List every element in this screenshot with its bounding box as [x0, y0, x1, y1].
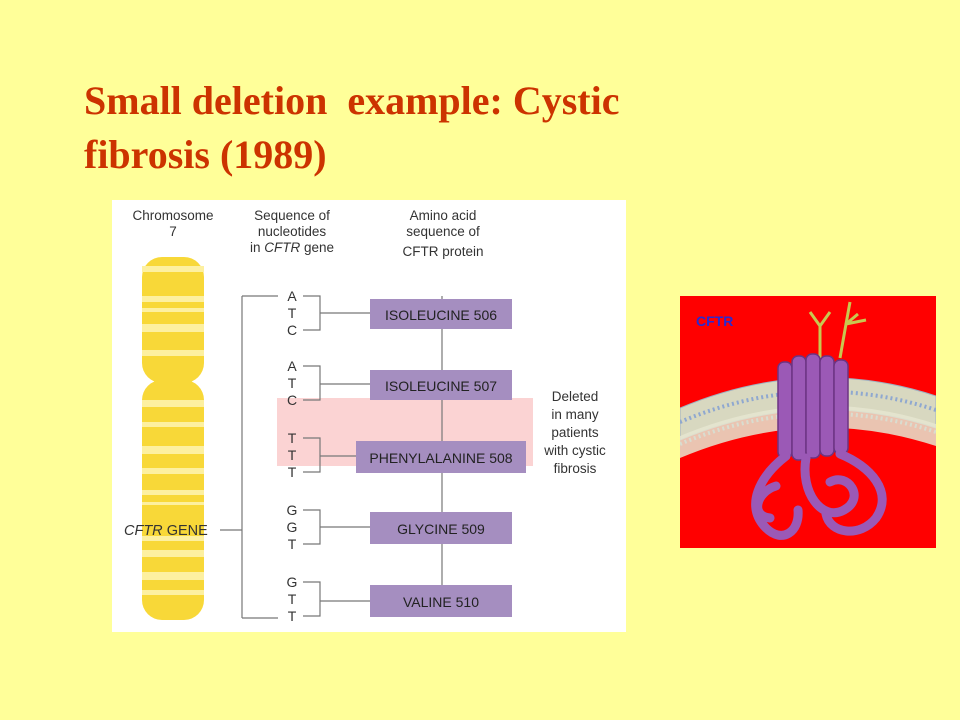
protein-box	[370, 585, 512, 617]
codon-506: A T C ISOLEUCINE 506	[287, 288, 512, 338]
nucleotide: T	[288, 608, 297, 624]
cftr-protein-illustration: CFTR	[680, 296, 936, 548]
nucleotide: A	[287, 358, 297, 374]
deleted-note-line: with cystic	[543, 443, 606, 458]
nucleotide: G	[287, 519, 298, 535]
nucleotide: C	[287, 392, 297, 408]
codon-508: T T T PHENYLALANINE 508	[288, 430, 526, 480]
header-nucleotides-2: nucleotides	[258, 224, 327, 239]
nucleotide: T	[288, 375, 297, 391]
nucleotide: T	[288, 536, 297, 552]
chromosome-7	[142, 257, 204, 620]
slide-title-line-2: fibrosis (1989)	[84, 132, 327, 177]
header-amino-1: Amino acid	[410, 208, 477, 223]
nucleotide: G	[287, 502, 298, 518]
slide-title: Small deletion example: Cystic fibrosis …	[84, 74, 864, 182]
nucleotide: A	[287, 288, 297, 304]
protein-box	[356, 441, 526, 473]
codon-507: A T C ISOLEUCINE 507	[287, 358, 512, 408]
nucleotide: T	[288, 591, 297, 607]
slide-title-line-1: Small deletion example: Cystic	[84, 78, 620, 123]
deleted-note-line: Deleted	[552, 389, 599, 404]
codon-510: G T T VALINE 510	[287, 574, 512, 624]
header-nucleotides-3: in CFTR gene	[250, 240, 334, 255]
header-amino-3: CFTR protein	[402, 244, 483, 259]
deleted-note: Deleted in many patients with cystic fib…	[543, 389, 606, 476]
cftr-diagram-svg: Chromosome 7 Sequence of nucleotides in …	[124, 208, 606, 624]
membrane-bottom-layer	[680, 405, 936, 458]
header-chromosome-1: Chromosome	[132, 208, 213, 223]
transmembrane-domain	[777, 353, 849, 461]
nucleotide: T	[288, 464, 297, 480]
amino-acid-label: GLYCINE 509	[397, 521, 485, 537]
header-chromosome-2: 7	[169, 224, 177, 239]
header-amino-2: sequence of	[406, 224, 480, 239]
amino-acid-label: VALINE 510	[403, 594, 479, 610]
cytoplasmic-loops	[751, 449, 887, 540]
protein-box	[370, 512, 512, 544]
cftr-gene-label: CFTR GENE	[124, 523, 208, 539]
glycosylation-chains	[808, 301, 867, 359]
nucleotide: C	[287, 322, 297, 338]
amino-acid-label: ISOLEUCINE 507	[385, 378, 497, 394]
amino-acid-label: PHENYLALANINE 508	[369, 450, 512, 466]
header-nucleotides-1: Sequence of	[254, 208, 330, 223]
cftr-gene-diagram: Chromosome 7 Sequence of nucleotides in …	[112, 200, 626, 632]
codon-509: G G T GLYCINE 509	[287, 502, 512, 552]
nucleotide: T	[288, 430, 297, 446]
protein-box	[370, 370, 512, 400]
gene-connector	[220, 295, 278, 619]
nucleotide: T	[288, 447, 297, 463]
deleted-note-line: in many	[551, 407, 599, 422]
deleted-note-line: patients	[551, 425, 599, 440]
nucleotide: G	[287, 574, 298, 590]
deleted-note-line: fibrosis	[554, 461, 597, 476]
cftr-photo-label: CFTR	[696, 313, 733, 329]
amino-acid-label: ISOLEUCINE 506	[385, 307, 497, 323]
nucleotide: T	[288, 305, 297, 321]
cftr-protein-svg: CFTR	[680, 301, 936, 540]
protein-box	[370, 299, 512, 329]
